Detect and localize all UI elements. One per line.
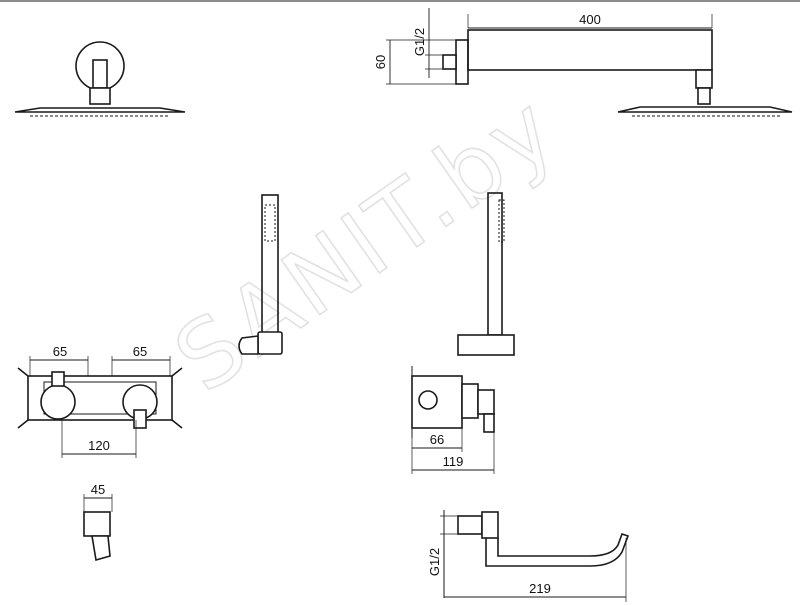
side-handle: [477, 389, 495, 415]
box-lugs: [17, 367, 183, 429]
side-shower-plate: [617, 106, 793, 113]
dim-label-center-distance: 120: [88, 438, 110, 453]
holder-side-block: [457, 334, 515, 356]
holder-block: [257, 331, 283, 355]
handle-lever: [91, 535, 111, 562]
watermark: SANIT.by: [155, 73, 577, 414]
right-valve-stem: [133, 409, 147, 429]
hand-shower-side-nozzles: [498, 199, 505, 243]
head-joint: [697, 87, 711, 105]
side-valve: [418, 390, 438, 410]
dim-label-handle-depth: 45: [91, 482, 105, 497]
dim-label-right-spacing: 65: [133, 344, 147, 359]
dim-label-left-spacing: 65: [53, 344, 67, 359]
dim-label-spout-thread: G1/2: [427, 548, 442, 576]
spout-flange: [457, 515, 483, 535]
side-cartridge: [461, 383, 479, 419]
spout-pipe: [485, 532, 630, 567]
spout-body: [481, 511, 499, 539]
mixer-side-view: 66 119: [411, 366, 495, 474]
shower-head-side-view: 400 G1/2 60: [373, 8, 793, 117]
shower-head-front-view: [14, 41, 186, 117]
dim-label-box-depth: 66: [430, 432, 444, 447]
hand-shower-front-view: [238, 194, 283, 355]
watermark-text: SANIT.by: [156, 74, 576, 413]
arm-connector: [695, 69, 713, 89]
side-nipple: [442, 54, 457, 70]
dim-label-head-height: 60: [373, 55, 388, 69]
dim-label-arm-length: 400: [579, 12, 601, 27]
dim-label-spout-length: 219: [529, 581, 551, 596]
spout-side-view: G1/2 219: [427, 510, 630, 602]
dim-label-head-thread: G1/2: [412, 28, 427, 56]
head-connector: [89, 87, 111, 105]
mixer-front-view: 65 65 120: [17, 344, 183, 458]
holder-bracket: [238, 335, 259, 355]
hand-shower-side-view: [457, 192, 515, 356]
arm-section: [92, 59, 108, 89]
left-valve-stem: [51, 371, 65, 387]
left-valve: [40, 384, 76, 420]
mounting-box: [27, 375, 173, 421]
side-lever: [483, 413, 495, 433]
shower-arm: [467, 29, 713, 71]
handle-base: [83, 511, 111, 537]
handle-side-view: 45: [83, 482, 113, 562]
dim-label-total-depth: 119: [443, 454, 464, 469]
shower-plate: [14, 107, 186, 113]
side-flange: [455, 39, 469, 85]
hand-shower-nozzles: [264, 204, 276, 242]
